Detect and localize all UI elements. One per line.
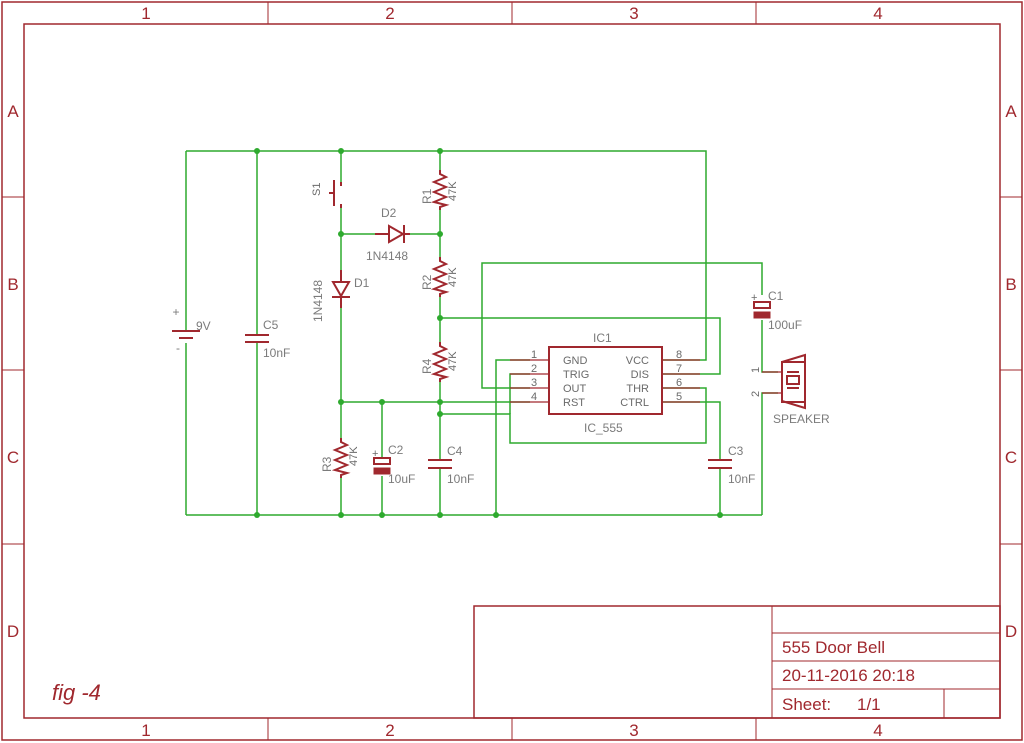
title-block-sheet-value: 1/1 (857, 695, 881, 714)
frame-col-2-top: 2 (385, 4, 394, 23)
c1-plus: + (751, 292, 757, 304)
speaker-symbol (762, 353, 806, 410)
frame-col-2-bottom: 2 (385, 721, 394, 740)
r1-name: R1 (420, 188, 434, 204)
title-block-date: 20-11-2016 20:18 (782, 666, 915, 685)
frame-row-d-left: D (7, 622, 19, 641)
c3-capacitor-symbol (708, 459, 732, 469)
ic-pin-5-num: 5 (676, 391, 682, 403)
ic-value: IC_555 (584, 421, 623, 435)
ic-pin-5-label: CTRL (620, 397, 649, 409)
r4-value: 47K (447, 351, 459, 371)
frame-row-a-right: A (1005, 102, 1017, 121)
c2-value: 10uF (388, 472, 415, 486)
d2-value: 1N4148 (366, 249, 408, 263)
ic-pin-6-num: 6 (676, 377, 682, 389)
r2-value: 47K (447, 267, 459, 287)
ic-pin-4-label: RST (563, 397, 585, 409)
ic-pin-1-label: GND (563, 355, 588, 367)
r1-value: 47K (447, 181, 459, 201)
frame-row-b-right: B (1005, 275, 1016, 294)
ic-pin-7-num: 7 (676, 363, 682, 375)
speaker-pin-2: 2 (750, 391, 762, 397)
frame-row-c-left: C (7, 448, 19, 467)
r2-name: R2 (420, 274, 434, 290)
junctions (254, 148, 723, 518)
s1-name: S1 (311, 183, 323, 196)
frame-col-4-top: 4 (873, 4, 882, 23)
r4-name: R4 (420, 358, 434, 374)
battery-minus: - (176, 341, 180, 355)
frame-col-1-bottom: 1 (141, 721, 150, 740)
c4-capacitor-symbol (428, 459, 452, 469)
c1-name: C1 (768, 289, 784, 303)
ic-name: IC1 (593, 331, 612, 345)
battery-plus: + (172, 305, 179, 319)
frame-col-4-bottom: 4 (873, 721, 882, 740)
battery-value: 9V (196, 319, 211, 333)
battery-symbol (172, 330, 200, 339)
d2-name: D2 (381, 206, 397, 220)
frame-col-3-bottom: 3 (629, 721, 638, 740)
ic-555-body (510, 346, 700, 415)
frame-row-c-right: C (1005, 448, 1017, 467)
s1-switch-symbol (329, 180, 342, 208)
frame-col-1-top: 1 (141, 4, 150, 23)
ic-pin-1-num: 1 (531, 349, 537, 361)
ic-pin-2-label: TRIG (563, 369, 589, 381)
ic-pin-8-num: 8 (676, 349, 682, 361)
r2-resistor-symbol (430, 257, 450, 297)
c2-capacitor-symbol (373, 457, 391, 475)
c1-capacitor-symbol (753, 301, 771, 319)
d2-diode-symbol (375, 224, 410, 244)
ic-pin-4-num: 4 (531, 391, 537, 403)
title-block-title: 555 Door Bell (782, 638, 885, 657)
c2-name: C2 (388, 443, 404, 457)
d1-name: D1 (354, 276, 370, 290)
c4-name: C4 (447, 444, 463, 458)
r3-value: 47K (348, 446, 360, 466)
c5-symbol (245, 334, 269, 343)
frame-row-b-left: B (7, 275, 18, 294)
ic-pin-2-num: 2 (531, 363, 537, 375)
c2-plus: + (372, 448, 378, 460)
r4-resistor-symbol (430, 342, 450, 382)
ic-pin-8-label: VCC (626, 355, 649, 367)
wire-net (185, 150, 778, 516)
c3-name: C3 (728, 444, 744, 458)
d1-diode-symbol (331, 270, 351, 308)
figure-label: fig -4 (52, 680, 101, 705)
title-block-sheet-label: Sheet: (782, 695, 831, 714)
frame-col-3-top: 3 (629, 4, 638, 23)
ic-pin-3-num: 3 (531, 377, 537, 389)
ic-pin-6-label: THR (626, 383, 649, 395)
speaker-pin-1: 1 (750, 367, 762, 373)
speaker-name: SPEAKER (773, 412, 830, 426)
frame-row-a-left: A (7, 102, 19, 121)
d1-value: 1N4148 (311, 280, 325, 322)
r3-resistor-symbol (331, 438, 351, 478)
c3-value: 10nF (728, 472, 755, 486)
r3-name: R3 (320, 456, 334, 472)
c1-value: 100uF (768, 318, 802, 332)
ic-pin-7-label: DIS (631, 369, 649, 381)
title-block (473, 605, 1001, 719)
r1-resistor-symbol (430, 170, 450, 210)
c5-name: C5 (263, 318, 279, 332)
c4-value: 10nF (447, 472, 474, 486)
ic-pin-3-label: OUT (563, 383, 587, 395)
frame-row-d-right: D (1005, 622, 1017, 641)
c5-value: 10nF (263, 346, 290, 360)
